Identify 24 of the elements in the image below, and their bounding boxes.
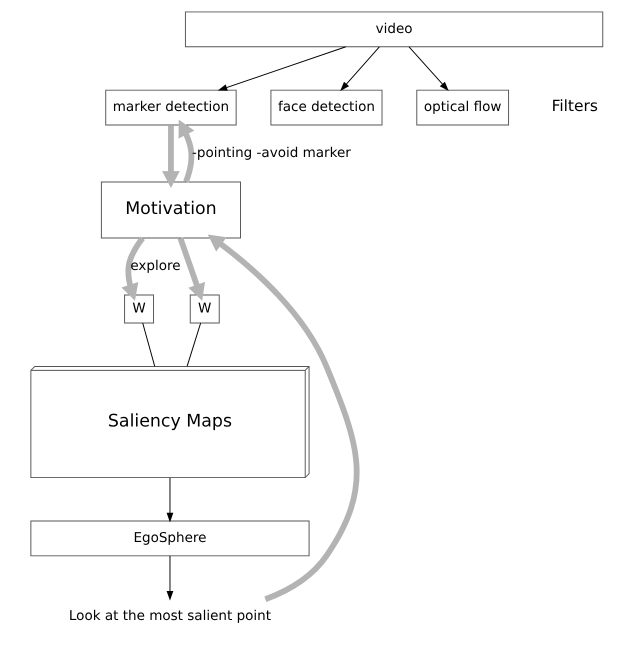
edge-label: -pointing -avoid marker [191,145,350,162]
node-box: W [124,294,154,324]
node-box: W [189,294,220,324]
node-box: Motivation [100,181,240,238]
node-box: EgoSphere [30,520,310,556]
arrow [120,236,144,301]
node-box: optical flow [416,90,509,126]
connector [142,322,155,367]
connector [186,322,201,367]
arrow [207,234,359,602]
arrow [340,46,380,92]
arrow [217,46,346,91]
arrow [166,477,173,522]
arrow [408,46,448,92]
arrow [177,237,205,301]
label: Filters [551,97,598,116]
node-text: Look at the most salient point [68,608,271,624]
node-box: marker detection [104,90,236,126]
edge-label: explore [130,258,180,274]
node-box: face detection [270,90,382,126]
arrow [162,125,180,188]
arrow [178,120,194,183]
node-box: video [184,11,603,48]
arrow [166,555,173,601]
